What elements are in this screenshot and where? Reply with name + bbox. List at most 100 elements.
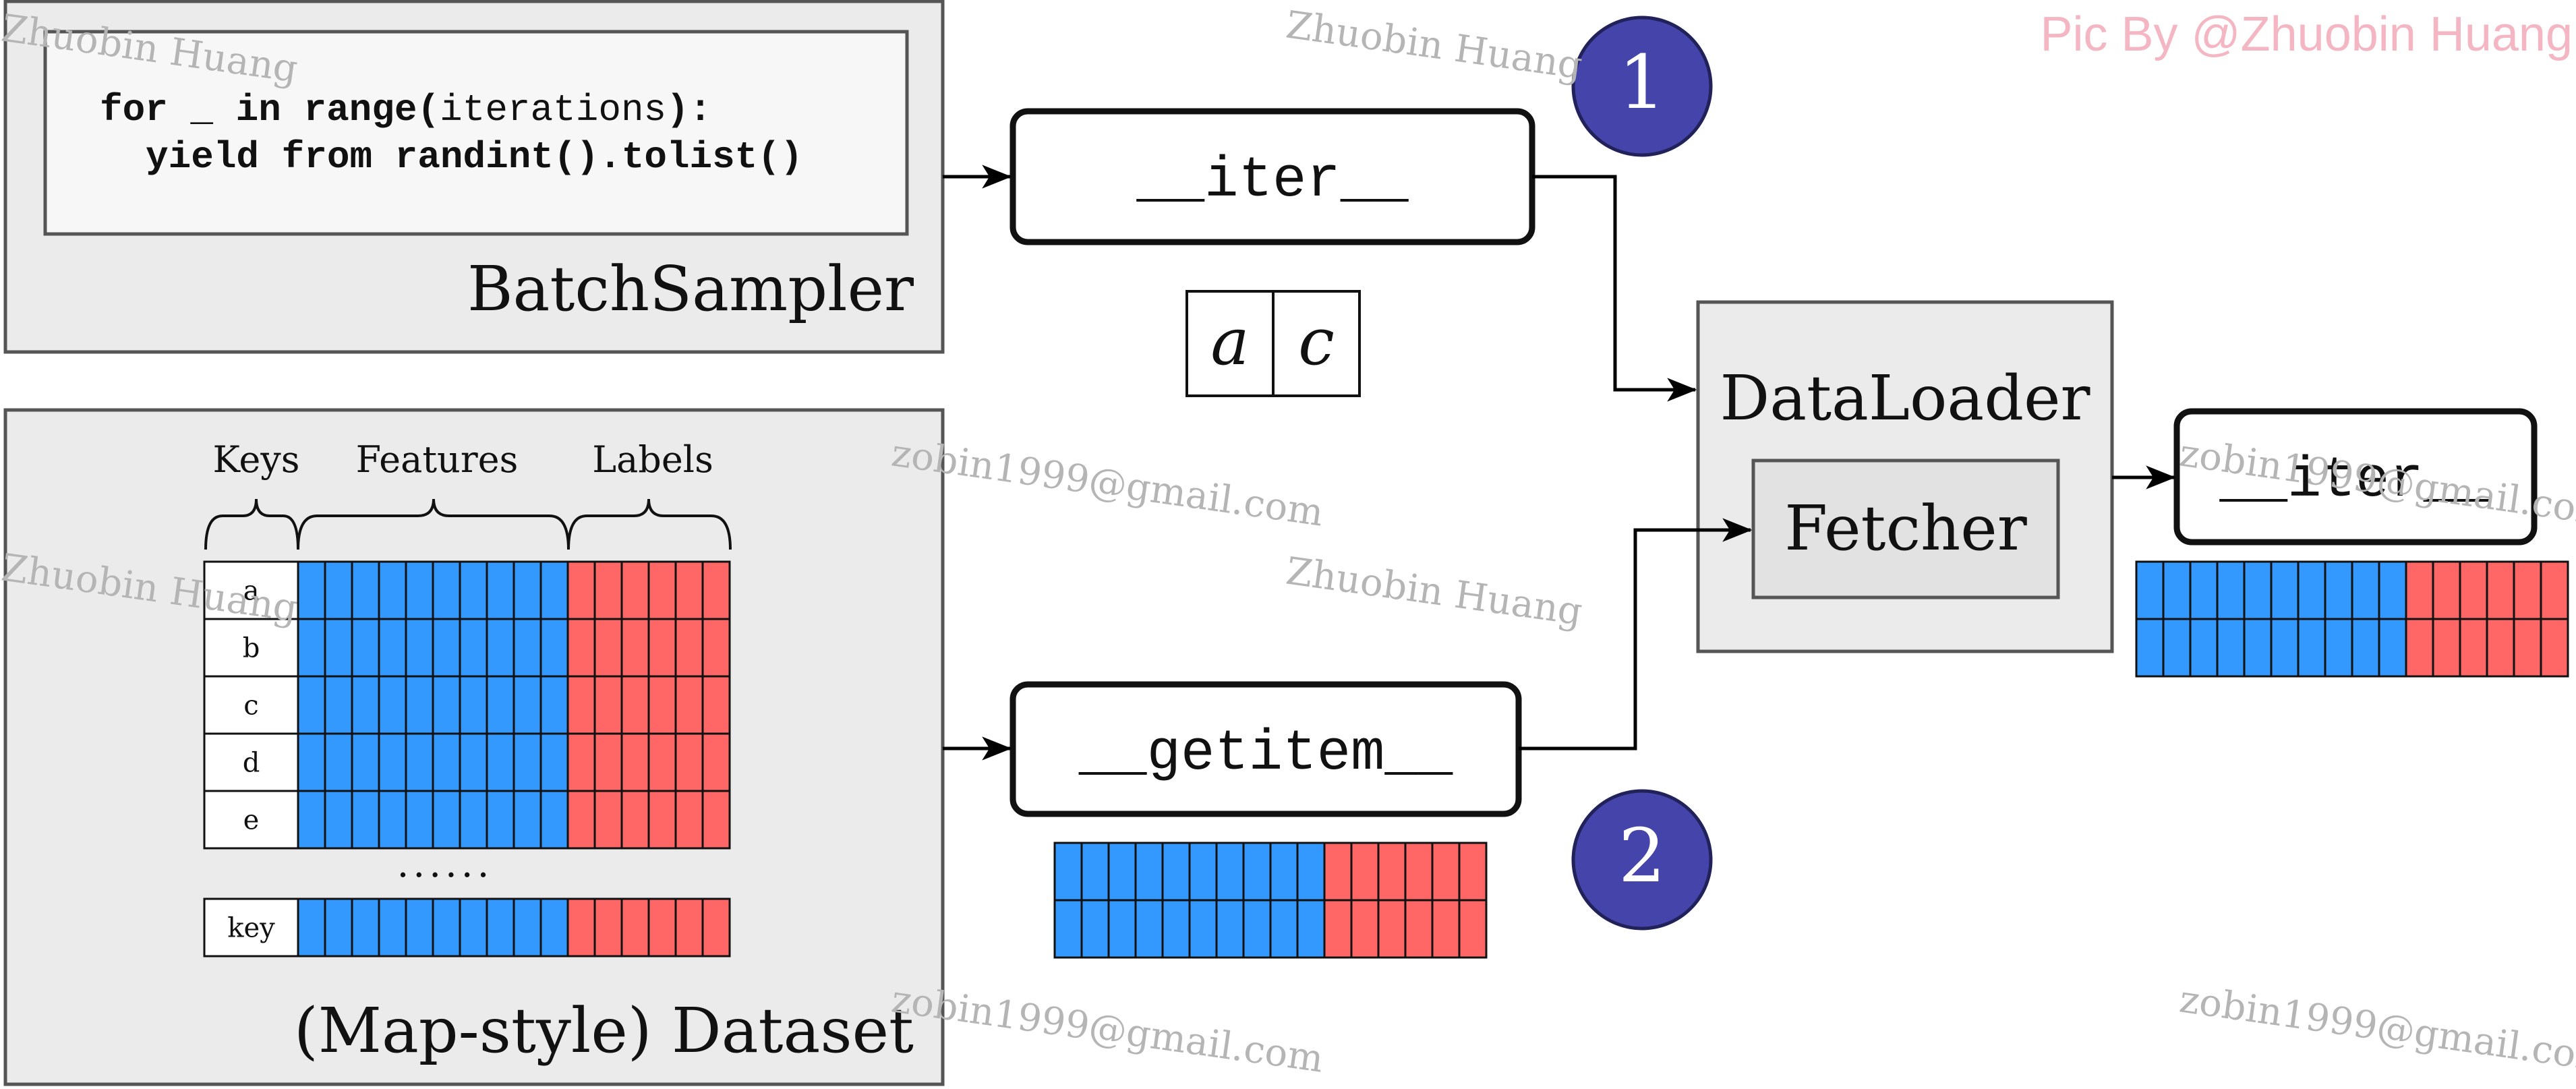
- row-key-feature-cell: [324, 897, 353, 958]
- row-b-feature-cell: [297, 618, 326, 678]
- row-key-e: e: [243, 805, 260, 836]
- row-c-label-cell: [566, 675, 596, 735]
- watermark-email-4: zobin1999@gmail.com: [2177, 977, 2576, 1081]
- getitem-batch-row1-feature-cell: [1296, 899, 1326, 959]
- row-d-label-cell: [674, 732, 704, 792]
- row-c-feature-cell: [459, 675, 488, 735]
- getitem-batch-row0-label-cell: [1377, 842, 1407, 902]
- output-batch-row1-feature-cell: [2378, 618, 2407, 678]
- row-b-label-cell: [674, 618, 704, 678]
- output-batch-row0-feature-cell: [2270, 560, 2300, 620]
- getitem-batch-row0-label-cell: [1323, 842, 1353, 902]
- row-key-c: c: [243, 690, 258, 722]
- row-d-feature-cell: [378, 732, 407, 792]
- row-b-feature-cell: [324, 618, 353, 678]
- keys-brace: [204, 498, 299, 550]
- row-b-feature-cell: [459, 618, 488, 678]
- row-key-feature-cell: [539, 897, 569, 958]
- row-d-feature-cell: [513, 732, 542, 792]
- dataset-title: (Map-style) Dataset: [294, 995, 914, 1067]
- row-key-cell: [203, 790, 299, 850]
- row-key-cell: [203, 675, 299, 735]
- row-c-feature-cell: [432, 675, 461, 735]
- features-brace: [297, 498, 570, 550]
- row-key-cell: [203, 618, 299, 678]
- getitem-batch-row1-label-cell: [1404, 899, 1434, 959]
- row-key-feature-cell: [351, 897, 380, 958]
- badge-2: 2: [1571, 789, 1713, 931]
- row-c-feature-cell: [297, 675, 326, 735]
- row-c-label-cell: [701, 675, 731, 735]
- output-batch-row0-label-cell: [2459, 560, 2488, 620]
- code-box: [43, 30, 909, 236]
- code-line-2: yield from randint().tolist(): [146, 136, 803, 179]
- code-line-1: for _ in range(iterations):: [100, 88, 711, 131]
- output-batch-grid: [2135, 560, 2569, 678]
- row-c-feature-cell: [324, 675, 353, 735]
- row-a-feature-cell: [324, 560, 353, 620]
- output-batch-row1-label-cell: [2405, 618, 2434, 678]
- row-e-feature-cell: [513, 790, 542, 850]
- getitem-batch-row1-label-cell: [1350, 899, 1380, 959]
- getitem-batch-row0-feature-cell: [1053, 842, 1083, 902]
- row-e-label-cell: [593, 790, 623, 850]
- getitem-batch-row1-label-cell: [1458, 899, 1488, 959]
- row-key-feature-cell: [405, 897, 434, 958]
- ellipsis: ......: [397, 842, 494, 886]
- row-a-feature-cell: [513, 560, 542, 620]
- getitem-batch-row1-label-cell: [1323, 899, 1353, 959]
- row-key-label-cell: [620, 897, 650, 958]
- features-header: Features: [356, 438, 519, 481]
- output-batch-row0-label-cell: [2540, 560, 2569, 620]
- row-b-label-cell: [620, 618, 650, 678]
- row-b-label-cell: [566, 618, 596, 678]
- getitem-batch-row1-feature-cell: [1161, 899, 1191, 959]
- output-batch-row0-feature-cell: [2297, 560, 2326, 620]
- output-batch-row1-label-cell: [2540, 618, 2569, 678]
- output-batch-row0-label-cell: [2513, 560, 2542, 620]
- output-batch-row0-feature-cell: [2378, 560, 2407, 620]
- getitem-batch-row1-feature-cell: [1215, 899, 1245, 959]
- row-e-feature-cell: [351, 790, 380, 850]
- getitem-batch-row0-feature-cell: [1134, 842, 1164, 902]
- row-d-feature-cell: [459, 732, 488, 792]
- getitem-batch-row1-feature-cell: [1269, 899, 1299, 959]
- output-batch-row0-feature-cell: [2243, 560, 2273, 620]
- row-a-feature-cell: [432, 560, 461, 620]
- row-c-feature-cell: [539, 675, 569, 735]
- output-batch-row1-feature-cell: [2297, 618, 2326, 678]
- output-batch-row1-label-cell: [2513, 618, 2542, 678]
- row-key-feature-cell: [297, 897, 326, 958]
- badge-1: 1: [1571, 16, 1713, 157]
- row-e-label-cell: [620, 790, 650, 850]
- dataset-key-row: key: [203, 897, 731, 958]
- row-b-feature-cell: [351, 618, 380, 678]
- row-e-label-cell: [674, 790, 704, 850]
- labels-brace: [567, 498, 732, 550]
- row-key-label-cell: [701, 897, 731, 958]
- row-key-d: d: [243, 748, 260, 779]
- output-batch-row1-feature-cell: [2189, 618, 2219, 678]
- getitem-batch-row1-feature-cell: [1134, 899, 1164, 959]
- row-a-feature-cell: [459, 560, 488, 620]
- keys-header: Keys: [212, 438, 299, 481]
- row-key-label-cell: [593, 897, 623, 958]
- row-key-feature-cell: [378, 897, 407, 958]
- batch-sampler-panel: for _ in range(iterations): yield from r…: [3, 0, 945, 354]
- output-batch-row0-label-cell: [2405, 560, 2434, 620]
- arrow-getitem-to-fetcher: [1519, 518, 1753, 750]
- row-d-feature-cell: [324, 732, 353, 792]
- iter-label: __iter__: [1136, 149, 1409, 213]
- row-b-label-cell: [647, 618, 677, 678]
- output-batch-row1-feature-cell: [2162, 618, 2192, 678]
- output-batch-row1-feature-cell: [2351, 618, 2380, 678]
- row-a-label-cell: [674, 560, 704, 620]
- row-e-feature-cell: [297, 790, 326, 850]
- output-batch-row0-feature-cell: [2351, 560, 2380, 620]
- output-batch-row0-feature-cell: [2324, 560, 2353, 620]
- index-values: a c: [1185, 290, 1361, 397]
- row-a-feature-cell: [486, 560, 515, 620]
- row-d-label-cell: [647, 732, 677, 792]
- output-batch-row1-feature-cell: [2135, 618, 2165, 678]
